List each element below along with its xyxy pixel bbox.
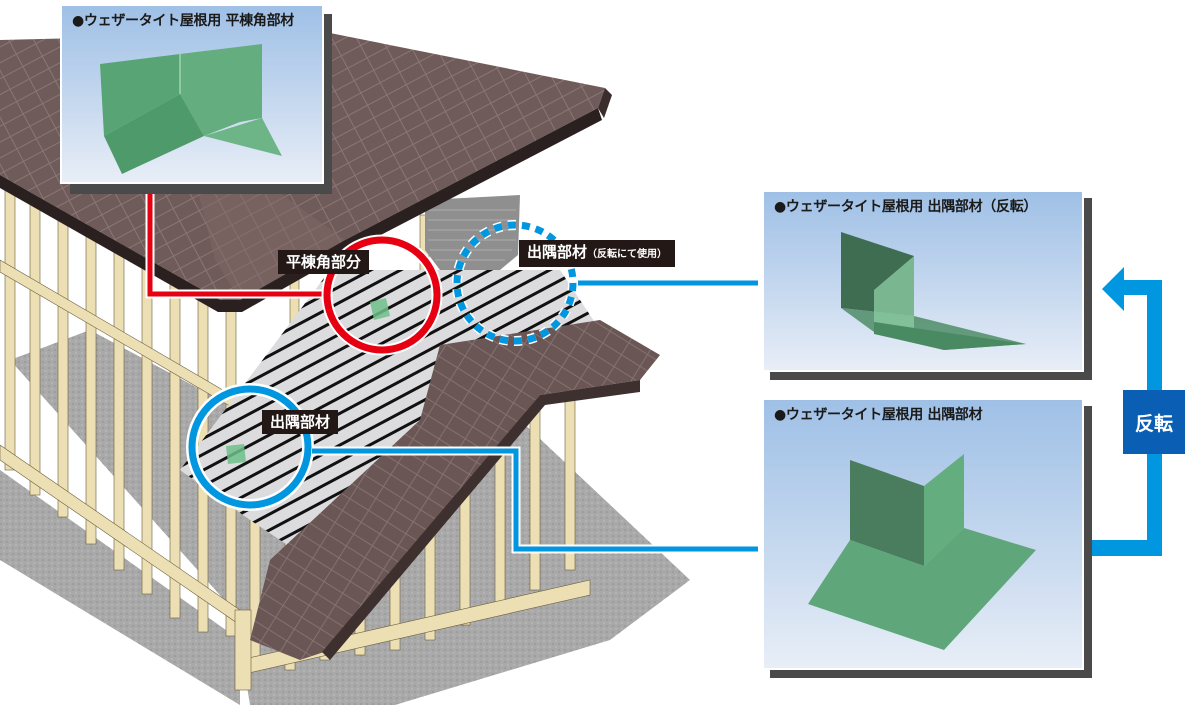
hip-ridge-corner-flashing-icon xyxy=(100,44,282,174)
panel-title: ●ウェザータイト屋根用 出隅部材 xyxy=(774,407,983,423)
label-deszumi: 出隅部材 xyxy=(262,410,339,434)
panel-title: ●ウェザータイト屋根用 出隅部材（反転） xyxy=(774,199,1038,215)
label-hiramune-part: 平棟角部分 xyxy=(278,250,370,274)
label-text: 出隅部材 xyxy=(527,243,588,261)
panel-hiramune-corner: ●ウェザータイト屋根用 平棟角部材 xyxy=(60,4,324,184)
label-deszumi-reversed: 出隅部材（反転にて使用） xyxy=(519,240,676,267)
red-leader-line xyxy=(145,182,326,299)
label-text: 出隅部材 xyxy=(270,413,331,431)
lower-hip-ridge xyxy=(250,320,660,660)
panel-deszumi-reversed: ●ウェザータイト屋根用 出隅部材（反転） xyxy=(762,190,1084,372)
panel-title: ●ウェザータイト屋根用 平棟角部材 xyxy=(72,13,294,29)
vent-box xyxy=(425,195,520,270)
flip-label: 反転 xyxy=(1134,412,1173,435)
label-note: （反転にて使用） xyxy=(587,249,668,260)
panel-deszumi: ●ウェザータイト屋根用 出隅部材 xyxy=(762,398,1084,670)
blue-leader-line-bottom xyxy=(312,446,758,554)
label-text: 平棟角部分 xyxy=(286,253,362,271)
flip-label-box: 反転 xyxy=(1123,390,1185,454)
outside-corner-flashing-icon xyxy=(808,454,1036,650)
outside-corner-flashing-reversed-icon xyxy=(841,232,1026,350)
